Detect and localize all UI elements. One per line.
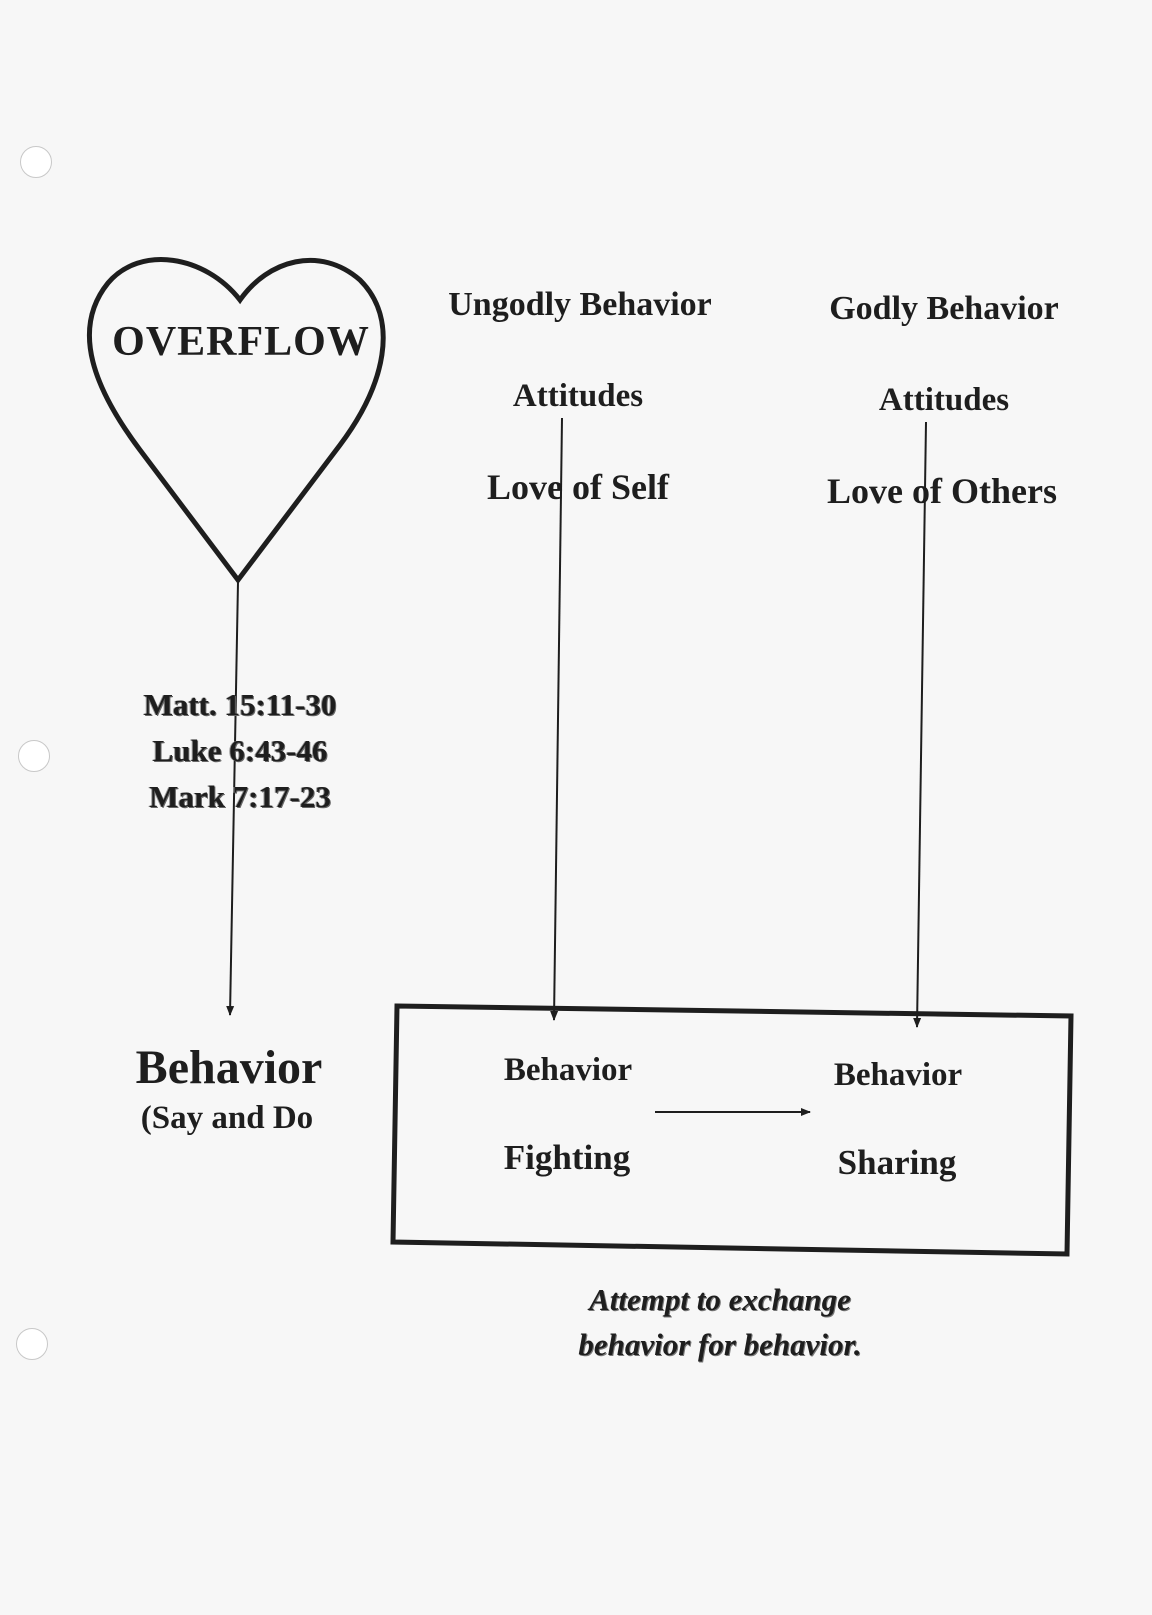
godly-header: Godly Behavior xyxy=(829,290,1059,327)
godly-attitude: Love of Others xyxy=(827,471,1057,511)
exchange-caption: Attempt to exchange behavior for behavio… xyxy=(578,1277,861,1367)
heart-shape xyxy=(86,257,386,585)
scripture-ref: Luke 6:43-46 xyxy=(152,733,328,768)
box-ungodly-behavior: Fighting xyxy=(503,1138,631,1177)
behavior-subtitle: (Say and Do xyxy=(140,1100,314,1136)
box-godly-behavior: Sharing xyxy=(837,1143,957,1182)
binder-hole-top xyxy=(20,146,52,178)
box-ungodly-behavior-label: Behavior xyxy=(503,1052,633,1088)
ungodly-attitude: Love of Self xyxy=(487,467,669,507)
ungodly-attitudes-label: Attitudes xyxy=(512,378,644,414)
heart-to-behavior-arrow xyxy=(226,581,239,1016)
caption-line: Attempt to exchange xyxy=(589,1282,851,1317)
scripture-references: Matt. 15:11-30 Luke 6:43-46 Mark 7:17-23 xyxy=(144,682,337,820)
godly-arrow xyxy=(913,421,927,1028)
box-godly-behavior-label: Behavior xyxy=(833,1057,963,1093)
ungodly-header: Ungodly Behavior xyxy=(448,286,712,323)
caption-line: behavior for behavior. xyxy=(578,1327,862,1362)
binder-hole-middle xyxy=(18,740,50,772)
scripture-ref: Mark 7:17-23 xyxy=(149,779,331,814)
heart-label: OVERFLOW xyxy=(112,319,370,365)
binder-hole-bottom xyxy=(16,1328,48,1360)
ungodly-arrow xyxy=(550,417,563,1021)
exchange-box xyxy=(390,1003,1074,1257)
scripture-ref: Matt. 15:11-30 xyxy=(143,687,337,722)
godly-attitudes-label: Attitudes xyxy=(878,382,1010,418)
behavior-title: Behavior xyxy=(135,1041,323,1094)
